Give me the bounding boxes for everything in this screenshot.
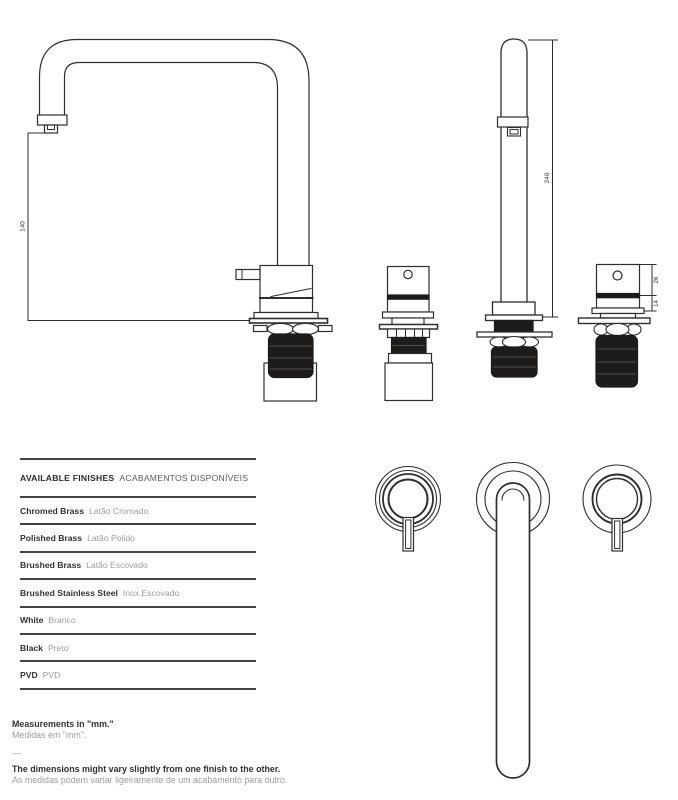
handle-tab [402,516,415,552]
dimension-140: 140 [20,132,45,321]
dimension-140-label: 140 [20,221,27,232]
valve-flange [381,311,435,319]
valve-body [595,263,641,309]
valve-hex-nut [386,328,431,339]
finish-name-pt: Latão Escovado [86,560,148,571]
valve-threads [595,334,639,388]
nozzle-inner [47,124,55,130]
finish-row-brushed-brass: Brushed Brass Latão Escovado [20,553,256,581]
finish-row-chromed-brass: Chromed Brass Latão Cromado [20,498,256,526]
base-plate-upper [253,311,319,320]
column-thread-band [493,319,534,333]
top-view-spout [475,461,551,779]
threaded-shank [267,333,314,379]
top-view-right-handle [582,464,652,552]
finishes-title-en: AVAILABLE FINISHES [20,473,115,483]
column-flange [484,314,544,322]
dimension-14-label: 14 [654,300,660,307]
spout-outer-line [38,38,310,267]
valve-body [386,265,430,313]
top-plan-view [374,461,652,779]
spout-inner-line [63,61,279,267]
dimension-26-14: 26 14 [639,264,660,312]
valve-deck-plate [378,323,439,330]
finish-name-en: Black [20,642,43,653]
valve-pin [403,269,413,280]
valve-band [595,292,641,299]
aerator-band [36,114,68,126]
base-plate-lower [248,317,329,324]
finish-row-polished-brass: Polished Brass Latão Polido [20,525,256,553]
finish-name-en: Brushed Brass [20,560,82,571]
mixer-body [259,264,314,314]
finish-name-pt: Latão Polido [87,533,135,544]
hex-nut-lobe [291,322,320,336]
finishes-table: AVAILABLE FINISHES ACABAMENTOS DISPONÍVE… [20,458,256,690]
spout-arm [495,482,531,779]
valve-deck-plate [577,317,651,325]
top-view-left-handle [374,465,442,552]
hex-nut-lobe [605,322,630,337]
finish-row-pvd: PVD PVD [20,662,256,690]
finish-name-en: White [20,615,44,626]
column-plinth [491,301,536,316]
finish-name-pt: Inox Escovado [122,587,180,598]
hex-nut-lobe [501,335,527,349]
spout-collar [496,116,529,128]
finish-name-en: PVD [20,670,38,681]
dimension-240: 240 [528,39,558,318]
finish-name-pt: PVD [42,670,61,681]
note-measurements-pt: Medidas em "mm". [12,730,87,740]
valve-pin [612,270,623,281]
finish-name-pt: Branco [48,615,76,626]
finish-row-white: White Branco [20,608,256,635]
valve-flange [591,307,645,315]
spout-window [506,126,522,137]
lever-handle [235,268,261,281]
finish-name-pt: Latão Cromado [89,505,149,516]
dimension-26-label: 26 [654,276,660,283]
finish-name-pt: Preto [47,642,69,653]
finishes-table-header: AVAILABLE FINISHES ACABAMENTOS DISPONÍVE… [20,458,256,498]
handle-tab [611,517,624,552]
valve-front-view: 26 14 [577,263,660,388]
finish-row-black: Black Preto [20,635,256,663]
spout-column [500,38,528,303]
finish-name-en: Polished Brass [20,533,83,544]
note-measurements-en: Measurements in "mm." [12,719,114,729]
faucet-side-view: 140 [20,38,333,402]
note-variance-en: The dimensions might vary slightly from … [12,764,281,774]
note-variance-pt: As medidas podem variar ligeiramente de … [12,775,288,785]
valve-step [387,352,433,364]
note-divider: — [12,748,21,758]
finish-name-en: Chromed Brass [20,505,84,516]
body-seam-diagonal [270,287,312,298]
hex-nut-lobe [266,322,295,336]
valve-side-view [378,265,439,402]
finishes-title-pt: ACABAMENTOS DISPONÍVEIS [119,473,249,483]
finish-row-brushed-stainless-steel: Brushed Stainless Steel Inox Escovado [20,580,256,608]
footnotes: Measurements in "mm." Medidas em "mm". —… [12,719,342,786]
dimension-240-label: 240 [544,172,551,183]
valve-block [384,362,434,402]
faucet-front-view: 240 [476,38,558,378]
valve-band [386,294,430,300]
column-threads [490,346,538,378]
finish-name-en: Brushed Stainless Steel [20,587,118,598]
